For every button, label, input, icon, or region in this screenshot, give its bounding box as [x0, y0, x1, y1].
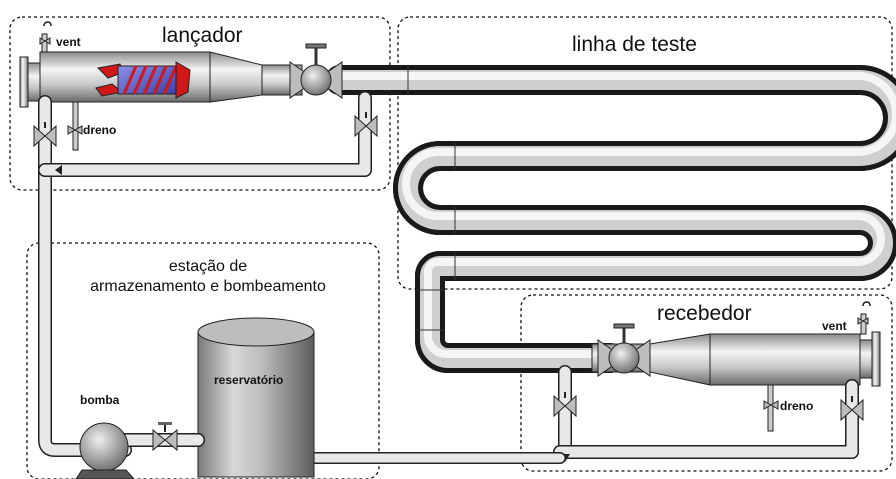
receiver-vent-label: vent — [822, 319, 847, 333]
receiver-barrel — [591, 331, 881, 387]
launcher-drain-label: dreno — [83, 123, 116, 137]
launcher-feed-pipe — [38, 91, 372, 457]
receiver-zone-title: recebedor — [657, 302, 752, 325]
pig-icon — [95, 61, 191, 99]
launcher-vent-icon — [39, 21, 52, 53]
receiver-drain-icon — [763, 384, 779, 432]
launcher-vent-label: vent — [56, 35, 81, 49]
receiver-bypass-pipe — [553, 365, 859, 462]
receiver-drain-label: dreno — [780, 399, 813, 413]
receiver-outlet-valve-icon — [840, 396, 864, 422]
launcher-zone-box — [9, 16, 391, 191]
pump-label: bomba — [80, 393, 120, 407]
test-line-zone-title: linha de teste — [572, 33, 697, 56]
launcher-inlet-valve-icon — [33, 122, 57, 148]
launcher-drain-icon — [67, 101, 83, 151]
test-line-pipe — [325, 65, 896, 373]
station-zone-title-line2: armazenamento e bombeamento — [90, 278, 326, 295]
reservoir-tank — [197, 317, 315, 478]
launcher-bypass-valve-icon — [354, 112, 378, 138]
receiver-zone-box — [520, 294, 893, 472]
station-zone-title-line1: estação de — [169, 258, 247, 275]
station-zone-box — [26, 242, 380, 479]
pump-icon — [75, 422, 205, 479]
pump-discharge-valve-icon — [152, 422, 178, 452]
receiver-main-valve-icon — [597, 323, 651, 377]
reservoir-label: reservatório — [214, 373, 283, 387]
launcher-main-valve-icon — [289, 43, 343, 99]
receiver-vent-icon — [857, 301, 871, 335]
receiver-bypass-valve-icon — [553, 392, 577, 418]
launcher-zone-title: lançador — [162, 24, 243, 47]
